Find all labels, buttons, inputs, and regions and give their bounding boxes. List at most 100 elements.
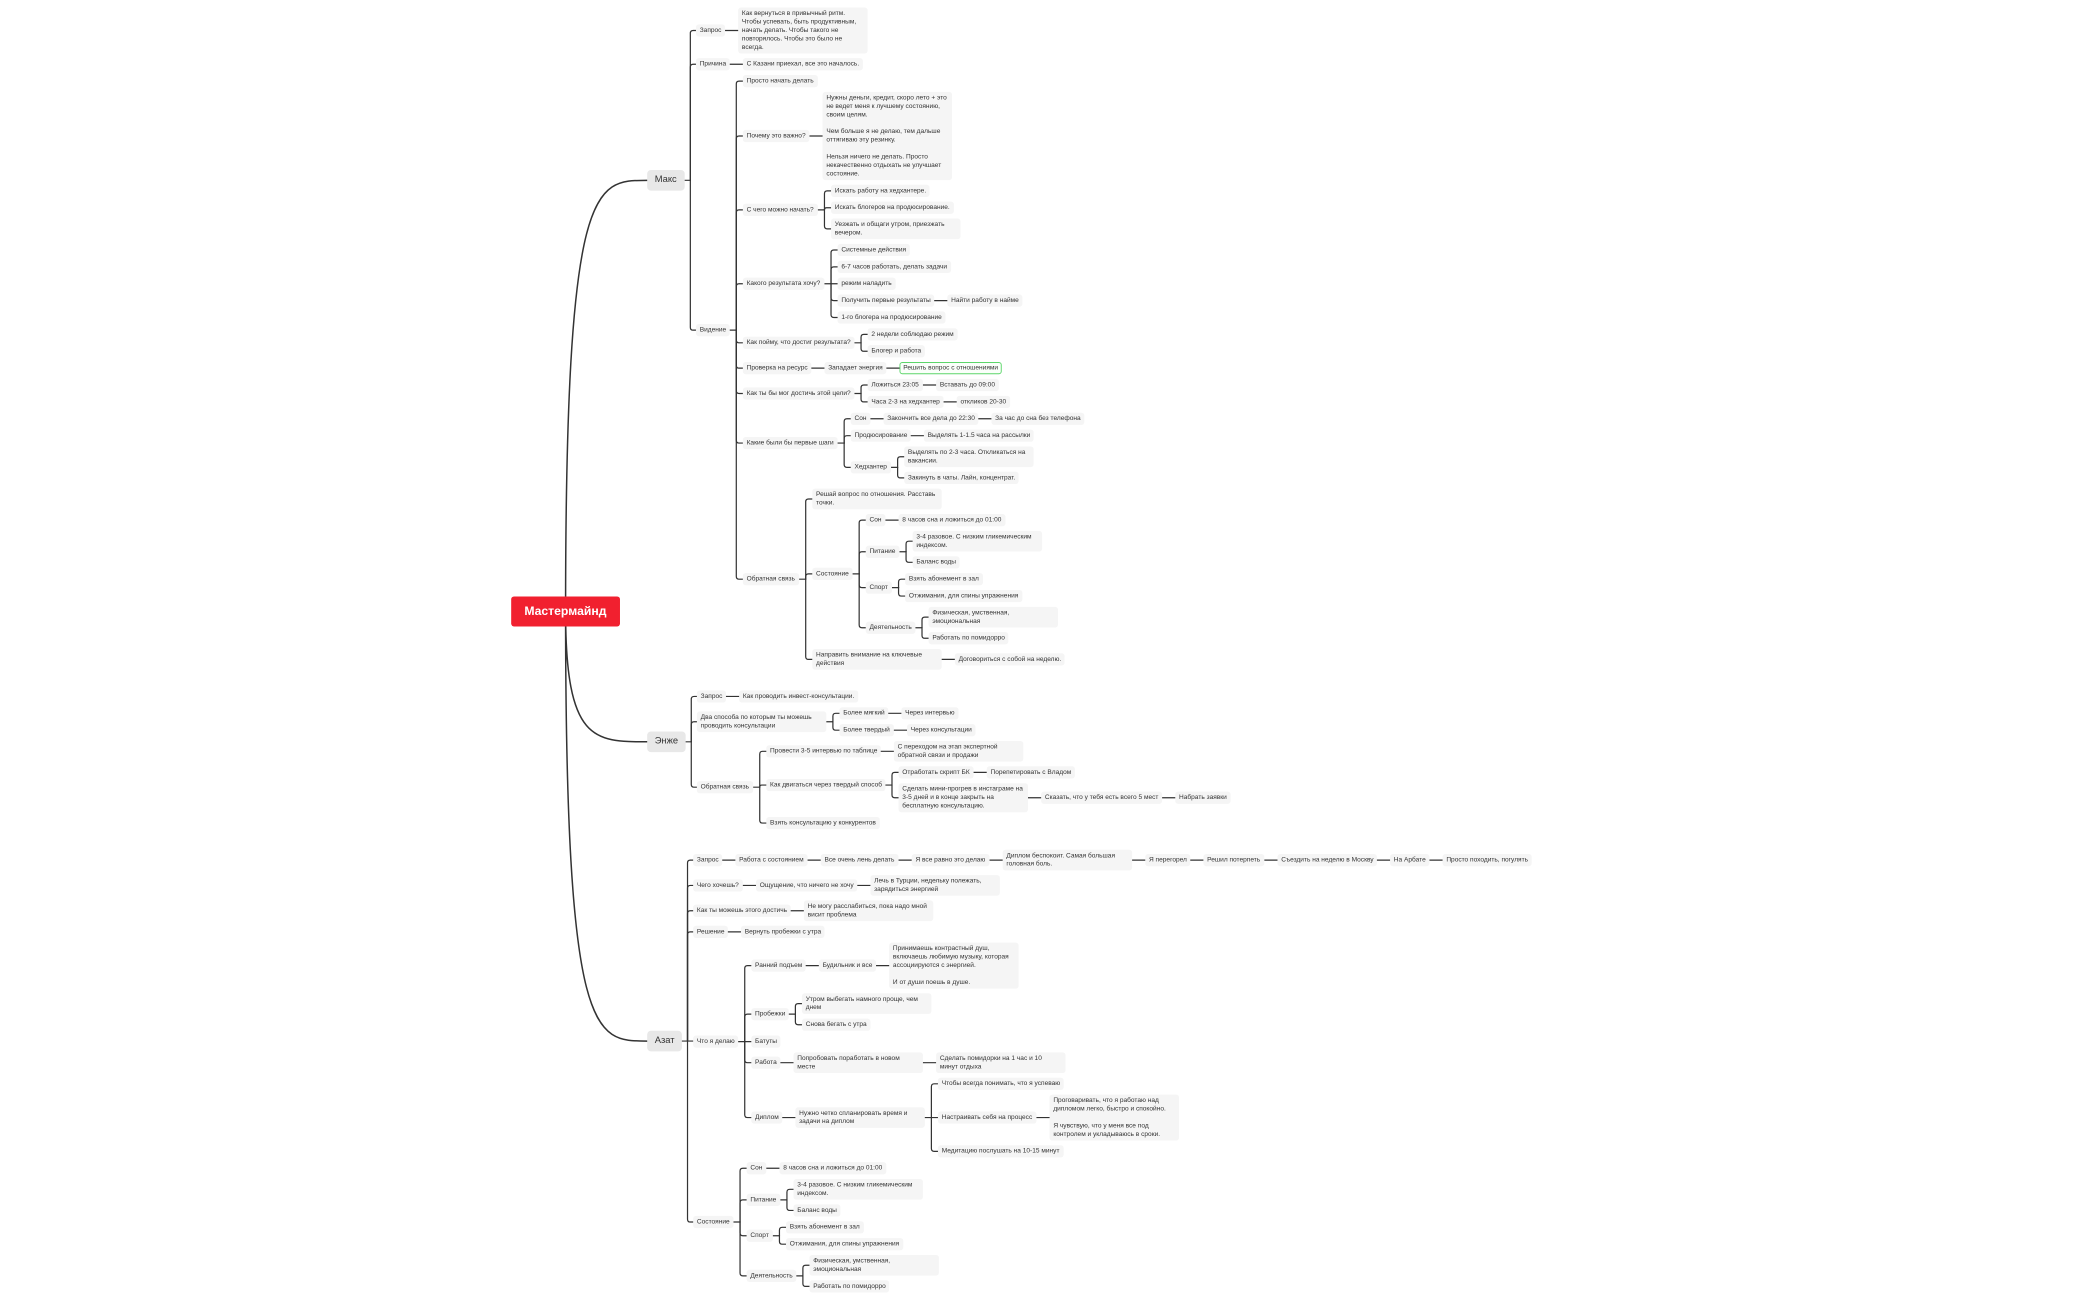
- leaf-topic[interactable]: Не могу расслабиться, пока надо мной вис…: [803, 900, 934, 922]
- leaf-topic[interactable]: С переходом на этап экспертной обратной …: [893, 740, 1024, 762]
- leaf-topic[interactable]: Вернуть пробежки с утра: [740, 925, 825, 938]
- leaf-topic[interactable]: режим наладить: [837, 277, 896, 290]
- topic-node[interactable]: Я все равно это делаю: [911, 854, 990, 867]
- topic-node[interactable]: Решение: [693, 925, 729, 938]
- topic-node[interactable]: На Арбате: [1390, 854, 1430, 867]
- topic-node[interactable]: Два способа по которым ты можешь проводи…: [696, 711, 827, 733]
- leaf-topic[interactable]: Батуты: [751, 1035, 781, 1048]
- leaf-topic[interactable]: Сделать помидорки на 1 час и 10 минут от…: [936, 1052, 1066, 1074]
- topic-node[interactable]: Обратная связь: [742, 573, 799, 586]
- topic-node[interactable]: Проверка на ресурс: [742, 362, 812, 375]
- topic-node[interactable]: Сон: [746, 1162, 767, 1175]
- topic-node[interactable]: Нужно четко спланировать время и задачи …: [795, 1107, 925, 1128]
- leaf-topic[interactable]: Физическая, умственная, эмоциональная: [809, 1254, 939, 1276]
- topic-node[interactable]: Обратная связь: [696, 781, 753, 794]
- leaf-topic[interactable]: Работать по помидорро: [928, 632, 1009, 645]
- leaf-topic[interactable]: Как вернуться в привычный ритм. Чтобы ус…: [738, 7, 868, 54]
- leaf-topic[interactable]: Просто походить, погулять: [1442, 854, 1532, 867]
- leaf-topic[interactable]: Отжимания, для спины упражнения: [905, 589, 1023, 603]
- topic-node[interactable]: Состояние: [812, 567, 853, 581]
- leaf-topic[interactable]: Отжимания, для спины упражнения: [786, 1238, 903, 1251]
- branch-topic[interactable]: Энже: [647, 731, 686, 753]
- topic-node[interactable]: Работа с состоянием: [735, 854, 808, 867]
- leaf-topic[interactable]: 8 часов сна и ложиться до 01:00: [779, 1162, 887, 1175]
- leaf-topic[interactable]: Проговаривать, что я работаю над дипломо…: [1049, 1094, 1180, 1141]
- topic-node[interactable]: Чего хочешь?: [693, 879, 743, 892]
- topic-node[interactable]: Хедхантер: [850, 461, 891, 474]
- leaf-topic[interactable]: Принимаешь контрастный душ, включаешь лю…: [889, 942, 1019, 989]
- topic-node[interactable]: Отработать скрипт БК: [898, 766, 974, 779]
- root-topic[interactable]: Мастермайнд: [511, 596, 620, 627]
- topic-node[interactable]: Более твердый: [839, 724, 894, 737]
- topic-node[interactable]: Диплом: [751, 1111, 783, 1124]
- leaf-topic[interactable]: Взять абонемент в зал: [905, 573, 983, 586]
- leaf-topic[interactable]: Блогер и работа: [867, 345, 925, 358]
- leaf-topic[interactable]: Найти работу в найме: [947, 294, 1023, 307]
- leaf-topic[interactable]: Взять абонемент в зал: [786, 1221, 864, 1234]
- topic-node[interactable]: Сон: [865, 513, 886, 527]
- topic-node[interactable]: Как ты бы мог достичь этой цели?: [742, 387, 855, 400]
- topic-node[interactable]: Будильник и все: [818, 959, 877, 972]
- topic-node[interactable]: Направить внимание на ключевые действия: [812, 649, 942, 670]
- topic-node[interactable]: Сказать, что у тебя есть всего 5 мест: [1041, 791, 1163, 804]
- leaf-topic[interactable]: Физическая, умственная, эмоциональная: [928, 606, 1059, 628]
- topic-node[interactable]: С чего можно начать?: [742, 203, 818, 216]
- topic-node[interactable]: Состояние: [693, 1215, 734, 1229]
- leaf-topic[interactable]: 3-4 разовое. С низким гликемическим инде…: [912, 530, 1043, 552]
- topic-node[interactable]: Сделать мини-прогрев в инстаграме на 3-5…: [898, 783, 1028, 813]
- topic-node[interactable]: Закончить все дела до 22:30: [883, 412, 979, 425]
- leaf-topic[interactable]: За час до сна без телефона: [991, 412, 1085, 425]
- leaf-topic[interactable]: Через интервью: [901, 707, 959, 720]
- topic-node[interactable]: Спорт: [746, 1229, 773, 1242]
- leaf-topic[interactable]: Нужны деньги, кредит, скоро лето + это н…: [822, 91, 953, 181]
- topic-node[interactable]: Часа 2-3 на хедхантер: [867, 395, 944, 409]
- topic-node[interactable]: Как двигаться через твердый способ: [766, 778, 886, 792]
- topic-node[interactable]: Как ты можешь этого достичь: [693, 904, 791, 917]
- leaf-topic[interactable]: откликов 20-30: [956, 395, 1010, 409]
- topic-node[interactable]: Видение: [695, 324, 730, 337]
- leaf-topic[interactable]: Искать работу на хедхантере.: [831, 184, 930, 197]
- leaf-topic[interactable]: Решить вопрос с отношениями: [899, 362, 1002, 375]
- leaf-topic[interactable]: Лечь в Турции, недельку полежать, заряди…: [870, 875, 1000, 896]
- topic-node[interactable]: Ранний подъем: [751, 959, 807, 972]
- leaf-topic[interactable]: 6-7 часов работать, делать задачи: [837, 260, 951, 273]
- topic-node[interactable]: Деятельность: [746, 1269, 797, 1282]
- topic-node[interactable]: Какого результата хочу?: [742, 277, 825, 290]
- leaf-topic[interactable]: Как проводить инвест-консультации.: [739, 690, 859, 703]
- leaf-topic[interactable]: Решай вопрос по отношения. Расставь точк…: [812, 488, 942, 510]
- topic-node[interactable]: Деятельность: [865, 621, 916, 634]
- topic-node[interactable]: Питание: [865, 545, 900, 558]
- leaf-topic[interactable]: Баланс воды: [912, 556, 960, 569]
- leaf-topic[interactable]: 1-го блогера на продюсирование: [837, 311, 946, 324]
- branch-topic[interactable]: Азат: [647, 1030, 683, 1052]
- leaf-topic[interactable]: С Казани приехал, все это началось.: [742, 58, 863, 71]
- topic-node[interactable]: Более мягкий: [839, 707, 889, 720]
- topic-node[interactable]: Как пойму, что достиг результата?: [742, 336, 855, 349]
- topic-node[interactable]: Ложиться 23:05: [867, 378, 923, 392]
- leaf-topic[interactable]: Медитацию послушать на 10-15 минут: [937, 1145, 1064, 1158]
- leaf-topic[interactable]: Порепетировать с Владом: [986, 766, 1076, 779]
- leaf-topic[interactable]: Закинуть в чаты. Лайн, концентрат.: [904, 471, 1019, 484]
- leaf-topic[interactable]: Уезжать и общаги утром, приезжать вечеро…: [831, 218, 961, 240]
- topic-node[interactable]: Диплом беспокоит. Самая большая головная…: [1002, 849, 1133, 871]
- leaf-topic[interactable]: Просто начать делать: [742, 75, 818, 88]
- topic-node[interactable]: Получить первые результаты: [837, 294, 935, 307]
- leaf-topic[interactable]: Выделять 1-1.5 часа на рассылки: [923, 429, 1035, 442]
- topic-node[interactable]: Причина: [695, 58, 730, 71]
- topic-node[interactable]: Съездить на неделю в Москву: [1277, 854, 1378, 867]
- leaf-topic[interactable]: Выделять по 2-3 часа. Откликаться на вак…: [904, 446, 1034, 468]
- topic-node[interactable]: Спорт: [865, 581, 892, 594]
- topic-node[interactable]: Какие были бы первые шаги: [742, 436, 838, 450]
- leaf-topic[interactable]: Чтобы всегда понимать, что я успеваю: [937, 1077, 1064, 1090]
- leaf-topic[interactable]: Взять консультацию у конкурентов: [766, 816, 880, 830]
- leaf-topic[interactable]: Работать по помидорро: [809, 1280, 890, 1293]
- leaf-topic[interactable]: Снова бегать с утра: [801, 1018, 871, 1031]
- topic-node[interactable]: Почему это важно?: [742, 129, 810, 143]
- leaf-topic[interactable]: 8 часов сна и ложиться до 01:00: [898, 513, 1006, 527]
- topic-node[interactable]: Настраивать себя на процесс: [937, 1111, 1037, 1124]
- leaf-topic[interactable]: Утром выбегать намного проще, чем днем: [801, 993, 932, 1014]
- topic-node[interactable]: Ощущение, что ничего не хочу: [755, 879, 858, 892]
- topic-node[interactable]: Что я делаю: [693, 1035, 739, 1048]
- leaf-topic[interactable]: Искать блогеров на продюсирование.: [831, 201, 954, 214]
- leaf-topic[interactable]: Через консультации: [906, 724, 976, 737]
